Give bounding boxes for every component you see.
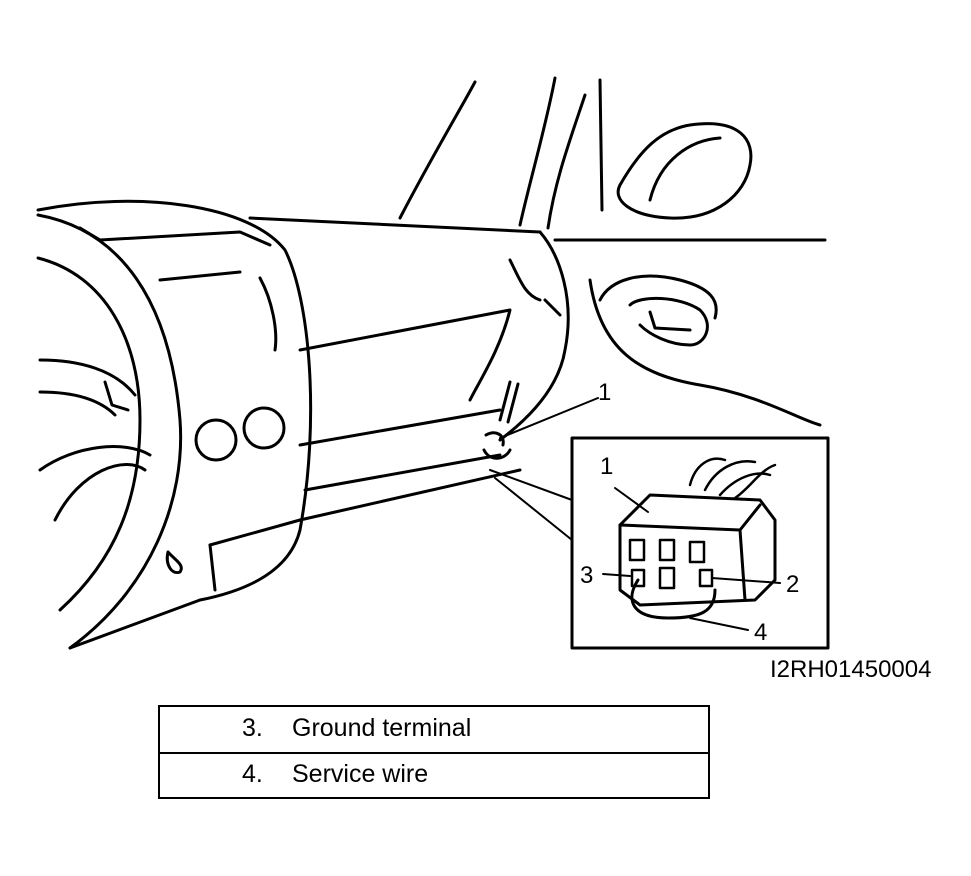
- door-and-mirror: [398, 76, 827, 427]
- cluster-knob-left: [194, 418, 238, 462]
- instrument-cluster: [36, 199, 313, 650]
- legend-table: 3. Ground terminal 4. Service wire: [158, 705, 710, 799]
- legend-number: 4.: [242, 760, 263, 788]
- legend-row: 3. Ground terminal: [160, 707, 708, 754]
- ground-terminal: [630, 568, 646, 588]
- connector-housing: [618, 493, 777, 607]
- callout-inset-1: 1: [600, 453, 613, 480]
- callout-leaders: [602, 487, 781, 631]
- service-wire: [630, 578, 717, 620]
- callout-inset-2: 2: [786, 571, 799, 598]
- leader-lines: [489, 397, 599, 541]
- legend-row: 4. Service wire: [160, 753, 708, 798]
- legend-text: Service wire: [292, 760, 429, 788]
- connector-inset: [570, 436, 830, 650]
- dashboard-panel: [248, 216, 570, 522]
- inset-frame: [570, 436, 830, 650]
- legend-text: Ground terminal: [292, 714, 472, 742]
- connector-wires: [688, 457, 777, 500]
- callout-inset-3: 3: [580, 562, 593, 589]
- callout-inset-4: 4: [754, 619, 767, 646]
- cluster-knob-right: [242, 406, 286, 450]
- figure-id: I2RH01450004: [770, 656, 932, 683]
- callout-main-1: 1: [598, 379, 611, 406]
- legend-number: 3.: [242, 714, 263, 742]
- steering-wheel: [36, 213, 183, 650]
